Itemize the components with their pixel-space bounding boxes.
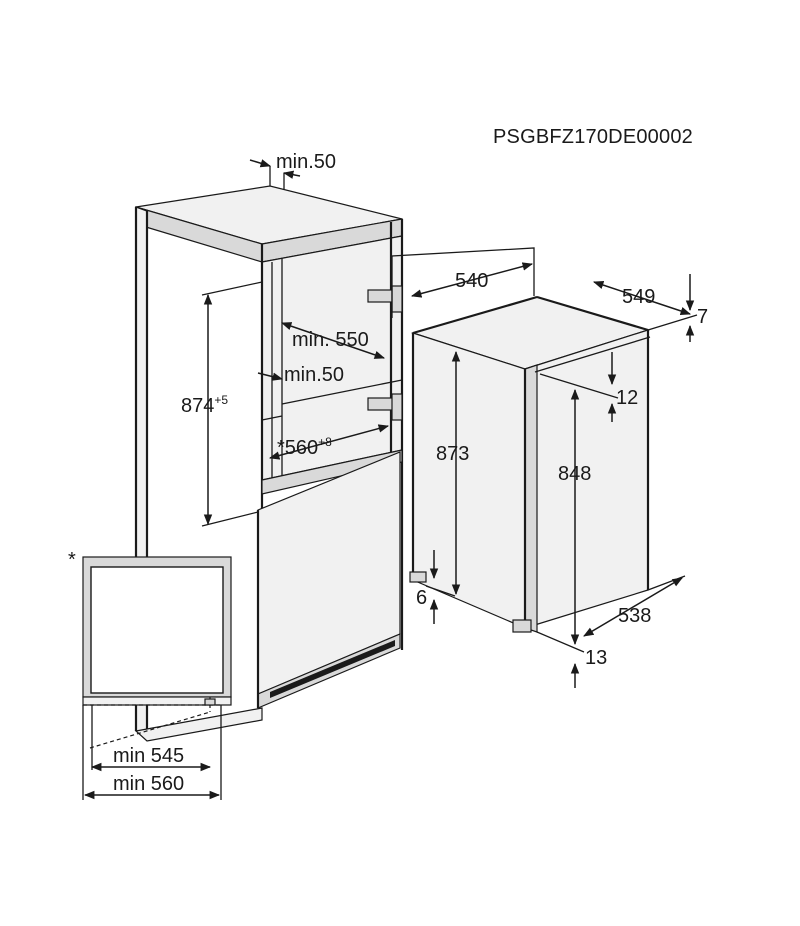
label-niche-depth: min. 550	[292, 329, 369, 351]
label-min-width-a: min 545	[113, 745, 184, 767]
label-appliance-depth: 549	[622, 286, 655, 308]
label-niche-width: *560+8	[277, 435, 332, 459]
lower-hinge	[367, 393, 403, 421]
dimension-lines	[201, 159, 698, 688]
label-door-height: 848	[558, 463, 591, 485]
label-side-gap: min.50	[284, 364, 344, 386]
label-door-depth: 538	[618, 605, 651, 627]
label-bottom-offset: 13	[585, 647, 607, 669]
kitchen-cabinet	[134, 185, 404, 742]
top-view-inset	[82, 556, 232, 800]
label-top-offset: 7	[697, 306, 708, 328]
label-niche-height: 874+5	[181, 393, 228, 417]
label-min-width-b: min 560	[113, 773, 184, 795]
refrigerator-appliance	[409, 295, 651, 633]
document-code: PSGBFZ170DE00002	[493, 126, 693, 148]
label-appliance-height: 873	[436, 443, 469, 465]
label-foot-height: 6	[416, 587, 427, 609]
label-footnote-marker: *	[68, 549, 76, 571]
label-appliance-width: 540	[455, 270, 488, 292]
upper-hinge	[367, 285, 403, 313]
label-door-offset: 12	[616, 387, 638, 409]
label-top-gap: min.50	[276, 151, 336, 173]
